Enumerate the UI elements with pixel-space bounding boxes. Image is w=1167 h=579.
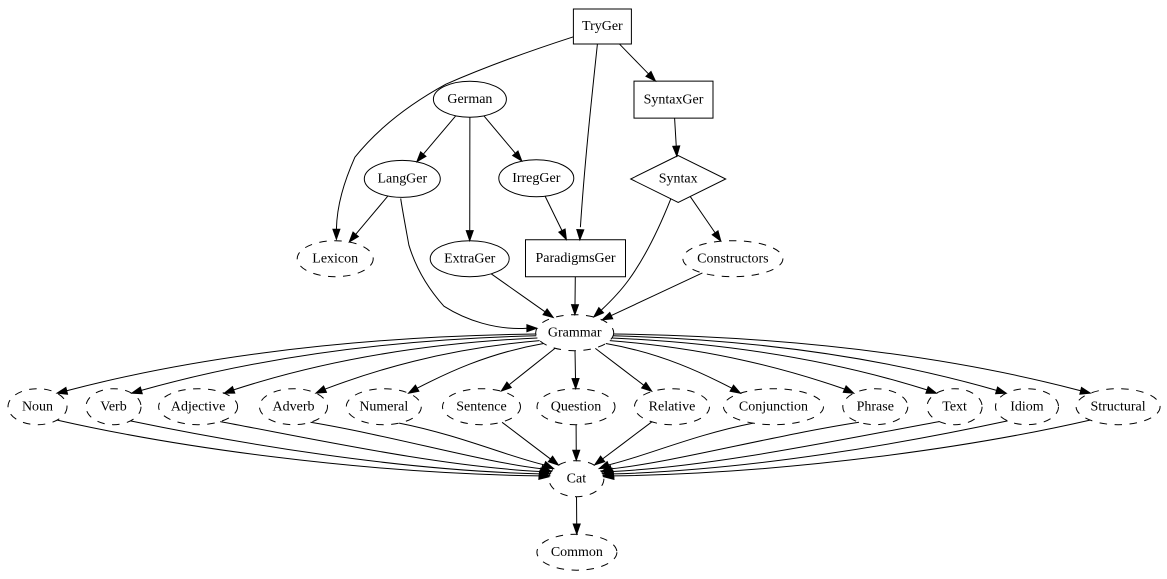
svg-text:Adjective: Adjective xyxy=(171,399,225,414)
svg-text:SyntaxGer: SyntaxGer xyxy=(644,92,704,107)
svg-text:Syntax: Syntax xyxy=(659,171,698,186)
svg-text:TryGer: TryGer xyxy=(582,19,623,34)
svg-text:Adverb: Adverb xyxy=(273,399,315,414)
svg-text:Numeral: Numeral xyxy=(359,399,408,414)
svg-text:Conjunction: Conjunction xyxy=(739,399,808,414)
svg-text:IrregGer: IrregGer xyxy=(512,171,560,186)
svg-text:LangGer: LangGer xyxy=(378,171,428,186)
svg-text:Common: Common xyxy=(551,545,603,560)
svg-text:German: German xyxy=(447,92,492,107)
svg-text:Noun: Noun xyxy=(22,399,53,414)
svg-text:ExtraGer: ExtraGer xyxy=(444,251,496,266)
svg-text:Idiom: Idiom xyxy=(1010,399,1044,414)
svg-text:Verb: Verb xyxy=(100,399,126,414)
svg-text:Question: Question xyxy=(551,399,602,414)
svg-text:Sentence: Sentence xyxy=(456,399,506,414)
svg-text:Lexicon: Lexicon xyxy=(312,251,358,266)
svg-text:Relative: Relative xyxy=(649,399,696,414)
svg-text:Text: Text xyxy=(942,399,967,414)
svg-text:Structural: Structural xyxy=(1091,399,1146,414)
svg-text:Grammar: Grammar xyxy=(548,325,602,340)
svg-text:Phrase: Phrase xyxy=(857,399,894,414)
svg-text:Cat: Cat xyxy=(567,471,587,486)
svg-text:ParadigmsGer: ParadigmsGer xyxy=(536,251,616,266)
svg-text:Constructors: Constructors xyxy=(697,251,768,266)
